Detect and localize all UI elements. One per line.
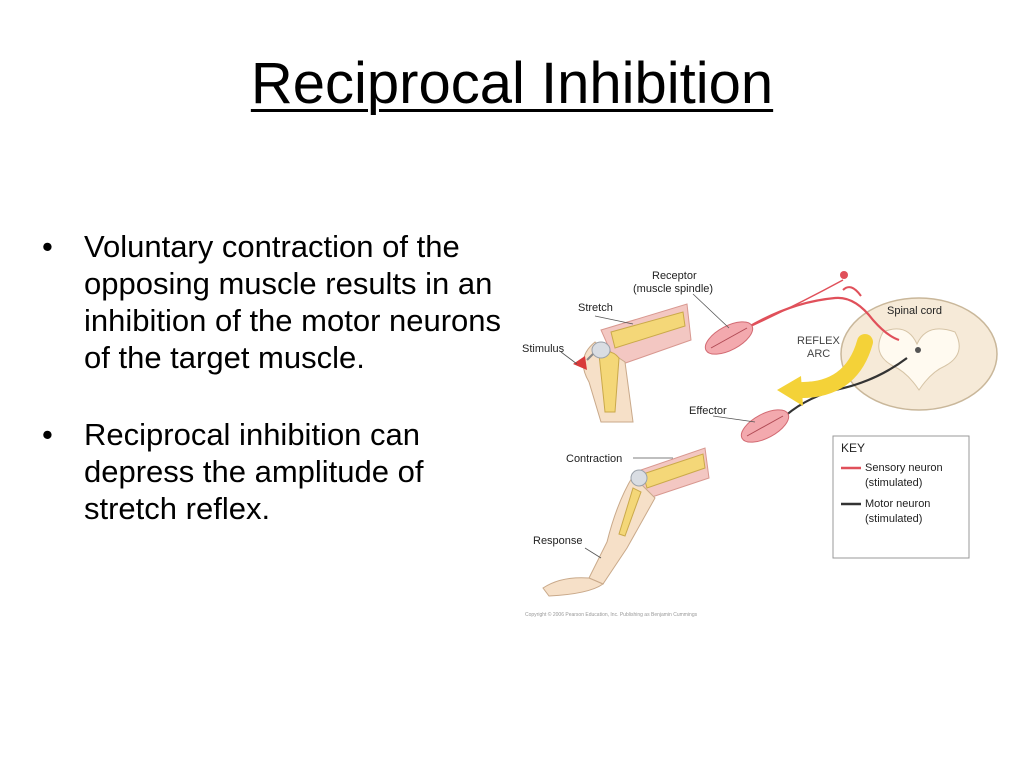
stretch-label: Stretch [578, 302, 613, 314]
bullet-text: Reciprocal inhibition can depress the am… [84, 417, 424, 526]
bullet-text: Voluntary contraction of the opposing mu… [84, 229, 502, 375]
upper-leg-illustration [582, 303, 692, 423]
copyright-text: Copyright © 2006 Pearson Education, Inc.… [525, 611, 698, 618]
reflex-arc-arrow [789, 334, 873, 399]
reflex-hammer-icon [573, 353, 594, 370]
response-label: Response [533, 535, 583, 547]
bullet-list: • Voluntary contraction of the opposing m… [38, 228, 508, 567]
receptor-sublabel: (muscle spindle) [633, 283, 713, 295]
bullet-dot-icon: • [42, 229, 53, 264]
arc-label: ARC [807, 348, 830, 360]
spinal-cord-label: Spinal cord [887, 305, 942, 317]
reflex-label: REFLEX [797, 335, 840, 347]
reflex-arc-diagram: REFLEX ARC Receptor (muscle spindle [522, 270, 998, 618]
sensory-legend-label: Sensory neuron [865, 462, 943, 474]
ganglion-icon [840, 271, 848, 279]
motor-legend-sublabel: (stimulated) [865, 513, 922, 525]
key-legend: KEY Sensory neuron (stimulated) Motor ne… [832, 435, 970, 559]
lower-leg-illustration [542, 447, 710, 597]
stimulus-label: Stimulus [522, 343, 565, 355]
sensory-legend-sublabel: (stimulated) [865, 477, 922, 489]
effector-muscle-icon [740, 409, 790, 443]
bullet-item: • Reciprocal inhibition can depress the a… [38, 416, 508, 527]
contraction-label: Contraction [566, 453, 622, 465]
receptor-label: Receptor [652, 270, 697, 282]
bullet-item: • Voluntary contraction of the opposing m… [38, 228, 508, 376]
muscle-spindle-icon [704, 321, 754, 355]
key-title: KEY [841, 441, 865, 455]
effector-label: Effector [689, 405, 727, 417]
slide-title: Reciprocal Inhibition [250, 51, 774, 116]
bullet-dot-icon: • [42, 417, 53, 452]
motor-legend-label: Motor neuron [865, 498, 930, 510]
